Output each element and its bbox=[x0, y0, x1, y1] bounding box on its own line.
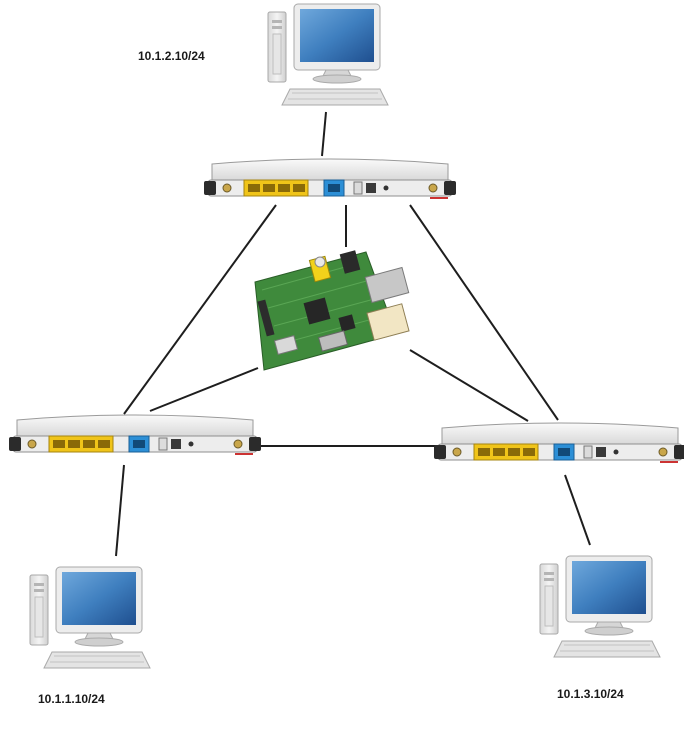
link-right-router-to-right-pc bbox=[564, 474, 591, 546]
network-links bbox=[115, 111, 591, 557]
raspberry-pi-board-icon bbox=[254, 250, 410, 371]
top-host-ip-label: 10.1.2.10/24 bbox=[138, 49, 205, 63]
link-left-router-to-left-pc bbox=[115, 464, 125, 557]
top-computer-icon bbox=[267, 3, 389, 106]
link-board-to-left-router bbox=[149, 367, 259, 412]
link-board-to-right-router bbox=[409, 349, 529, 422]
right-router-icon bbox=[433, 422, 684, 463]
left-host-ip-label: 10.1.1.10/24 bbox=[38, 692, 105, 706]
link-top-router-to-right-router bbox=[409, 204, 559, 421]
left-router-icon bbox=[8, 414, 262, 455]
left-computer-icon bbox=[29, 566, 151, 669]
right-host-ip-label: 10.1.3.10/24 bbox=[557, 687, 624, 701]
link-top-router-to-left-router bbox=[123, 204, 277, 415]
right-computer-icon bbox=[539, 555, 661, 658]
top-router-icon bbox=[203, 158, 457, 199]
link-top-pc-to-top-router bbox=[321, 111, 327, 157]
